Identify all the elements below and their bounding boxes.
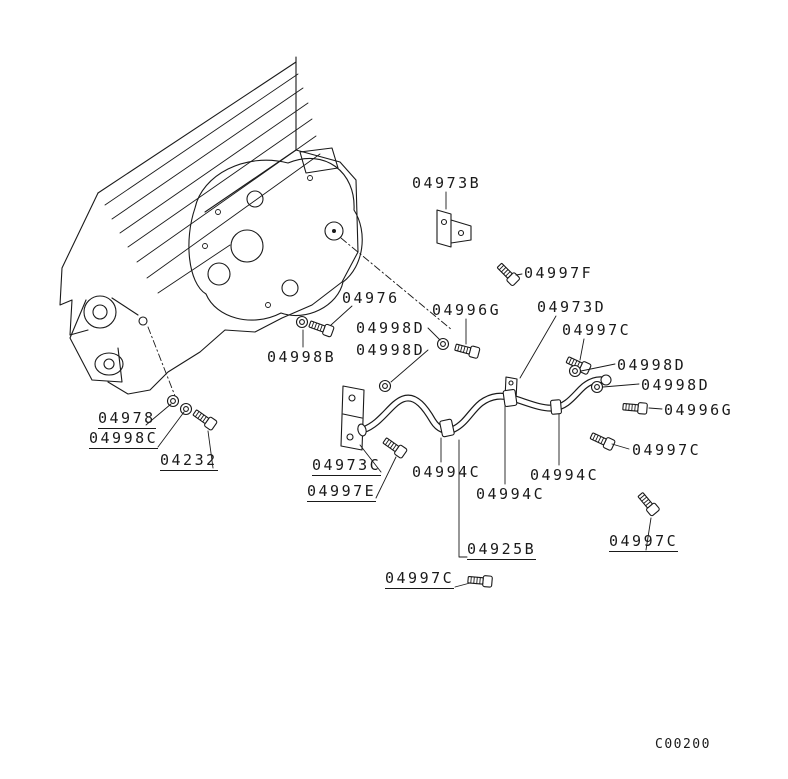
bolt-drawing xyxy=(453,341,481,360)
part-label: 04973C xyxy=(312,456,382,477)
bolt-drawing xyxy=(307,318,335,338)
leader-lines xyxy=(145,191,663,588)
part-label: 04998D xyxy=(641,376,711,394)
part-label: 04994C xyxy=(476,485,546,503)
washer-drawing xyxy=(179,402,193,416)
drawing-code: C00200 xyxy=(655,737,711,752)
bolt-drawing xyxy=(635,490,661,517)
engine-block-drawing xyxy=(59,56,363,395)
part-label: 04998D xyxy=(617,356,687,374)
part-label: 04978 xyxy=(98,409,156,430)
centerlines xyxy=(147,237,453,397)
washer-drawing xyxy=(436,337,450,351)
washer-drawing xyxy=(590,380,604,394)
part-label: 04232 xyxy=(160,451,218,472)
washer-drawing xyxy=(166,394,180,408)
bolt-drawing xyxy=(494,260,521,287)
part-label: 04997F xyxy=(524,264,594,282)
part-label: 04996G xyxy=(432,301,502,319)
part-label: 04998B xyxy=(267,348,337,366)
part-label: 04994C xyxy=(412,463,482,481)
part-label: 04998C xyxy=(89,429,159,450)
washer-drawing xyxy=(378,379,392,393)
part-label: 04997C xyxy=(609,532,679,553)
part-label: 04997C xyxy=(385,569,455,590)
part-label: 04994C xyxy=(530,466,600,484)
part-label: 04996G xyxy=(664,401,734,419)
bolt-drawing xyxy=(191,407,219,432)
washer-drawing xyxy=(568,364,582,378)
bolt-drawing xyxy=(381,435,409,460)
bolt-drawing xyxy=(588,430,617,452)
bolt-drawing xyxy=(622,400,648,415)
part-label: 04976 xyxy=(342,289,400,307)
part-label: 04998D xyxy=(356,319,426,337)
part-label: 04998D xyxy=(356,341,426,359)
part-label: 04997C xyxy=(562,321,632,339)
oil-pipe-drawing xyxy=(357,374,612,438)
washer-drawing xyxy=(295,315,309,329)
part-label: 04973B xyxy=(412,174,482,192)
part-label: 04997C xyxy=(632,441,702,459)
part-label: 04997E xyxy=(307,482,377,503)
bolt-drawing xyxy=(467,573,493,588)
part-label: 04973D xyxy=(537,298,607,316)
part-label: 04925B xyxy=(467,540,537,561)
